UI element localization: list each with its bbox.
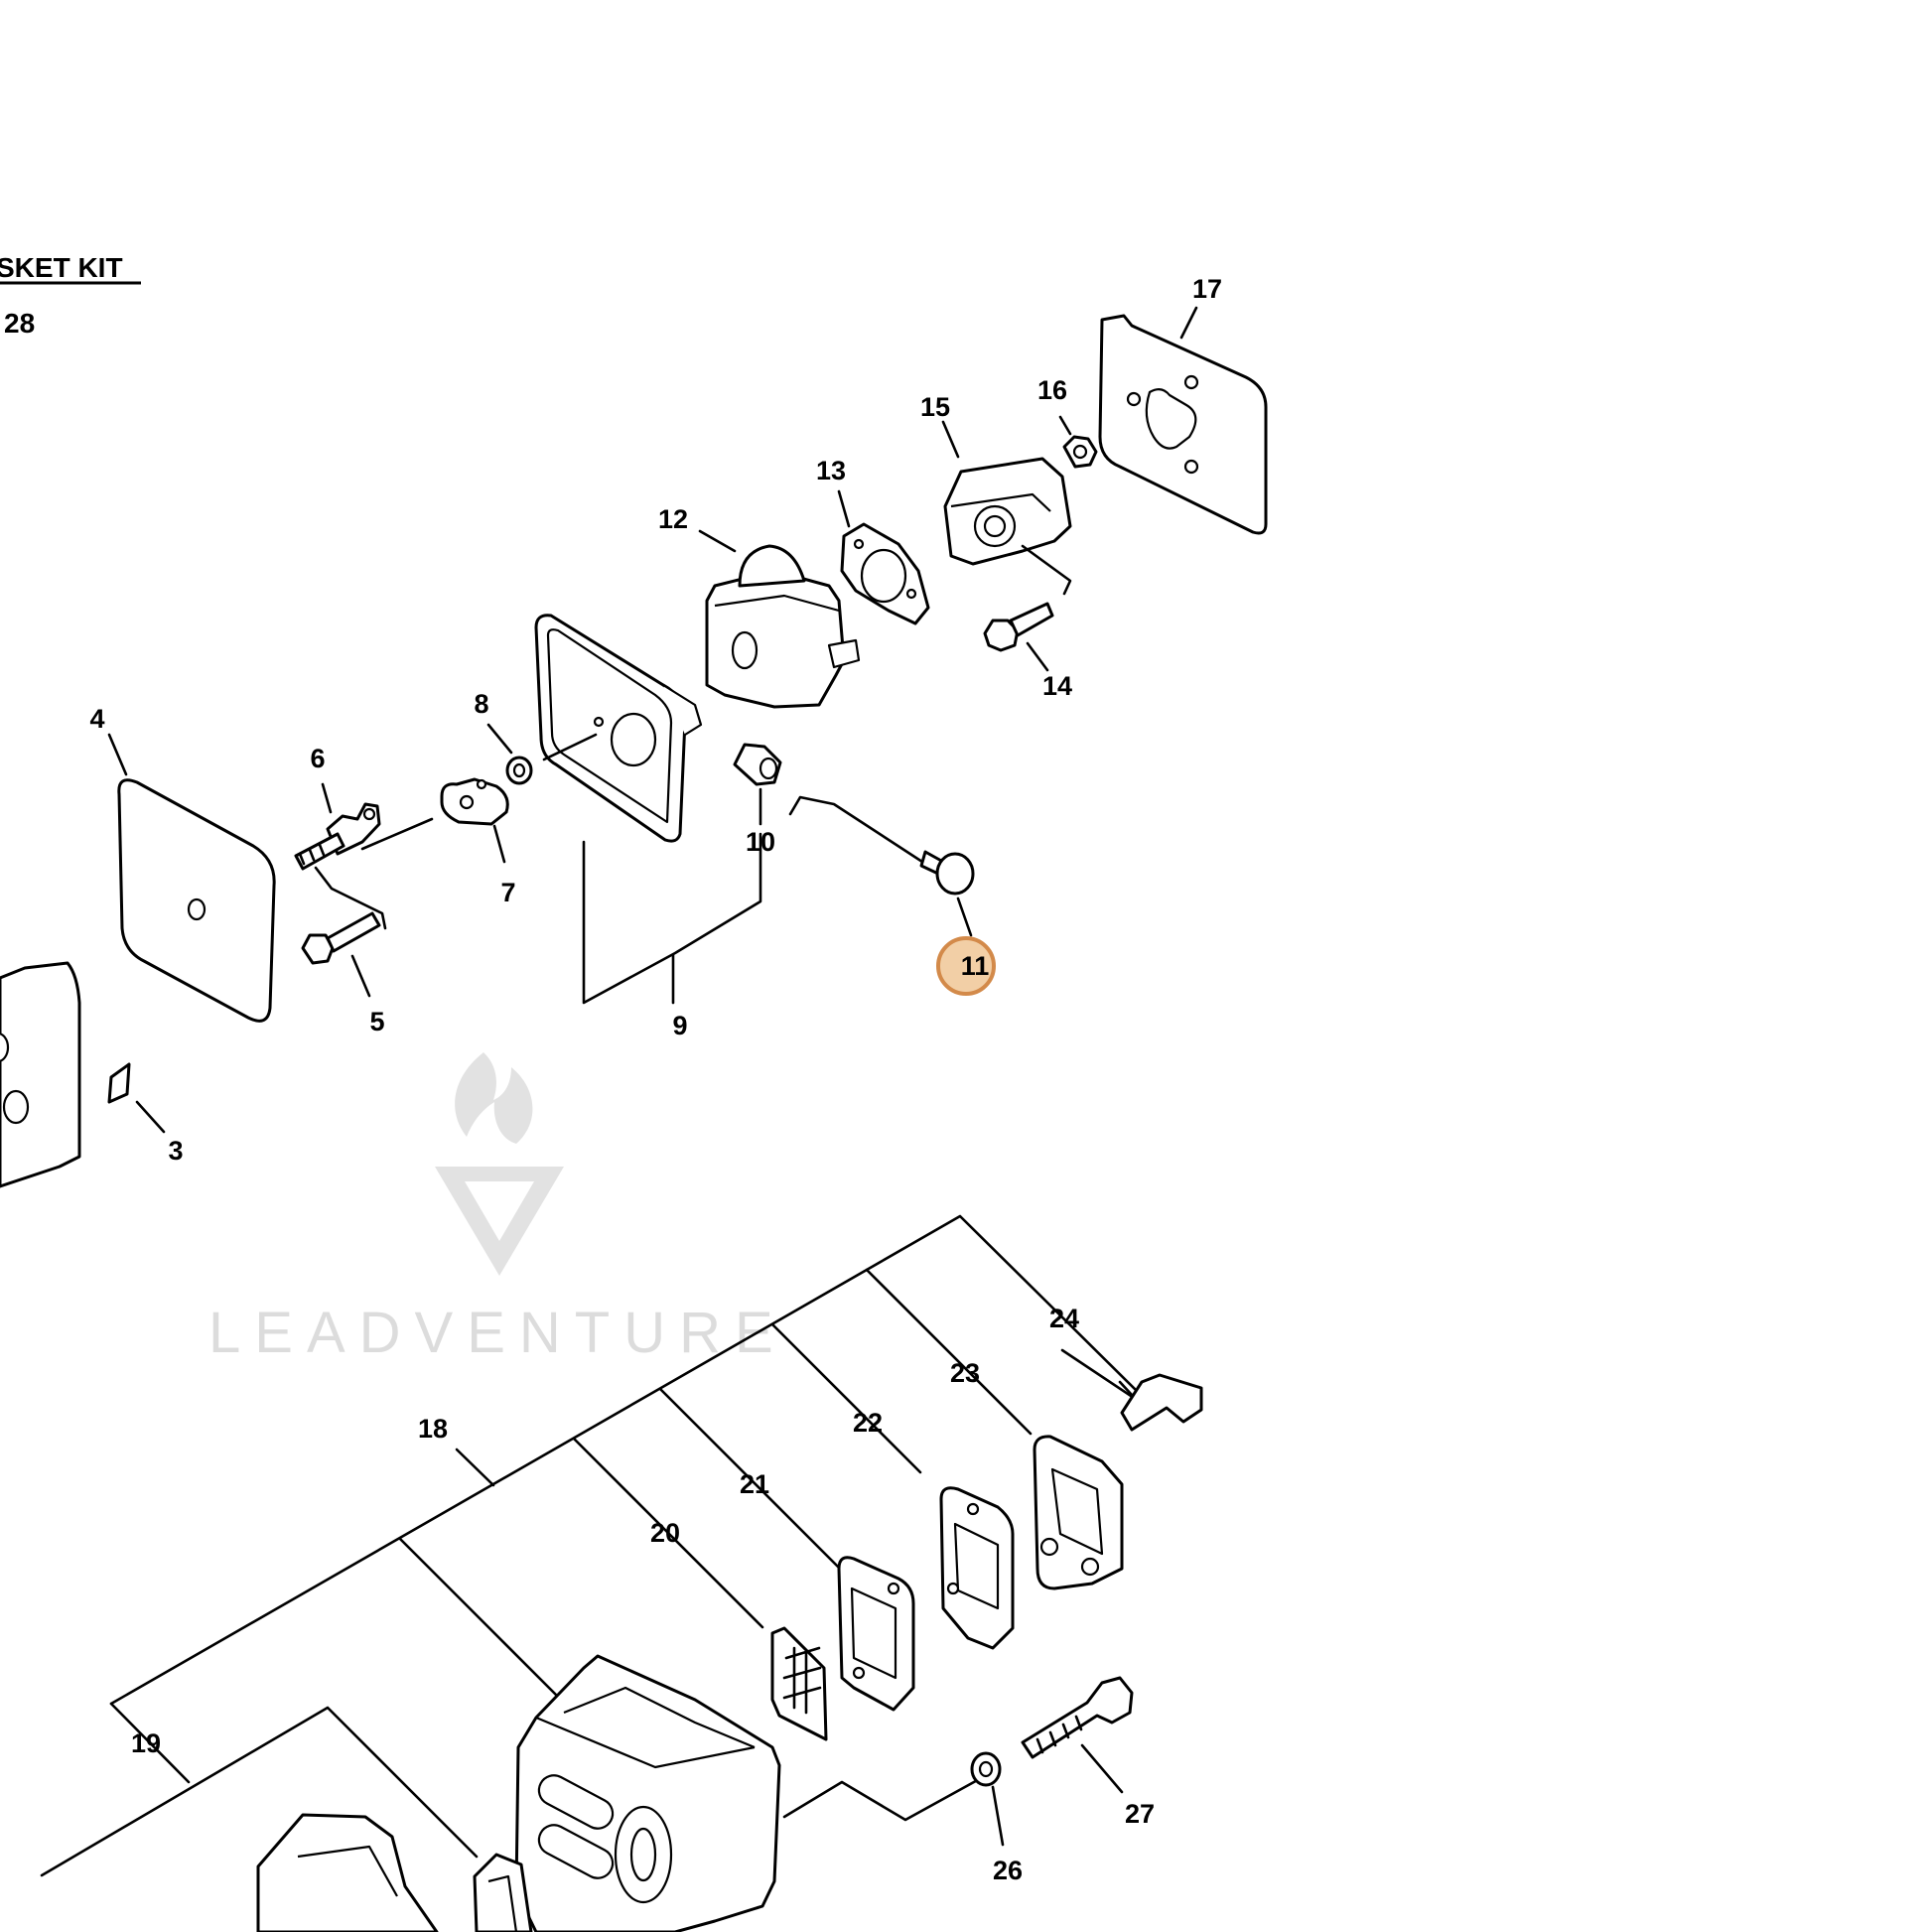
leader-24 bbox=[1118, 1380, 1134, 1397]
leader-3 bbox=[135, 1100, 166, 1134]
callout-8: 8 bbox=[474, 689, 488, 719]
bracket-9 bbox=[582, 832, 762, 1005]
callout-12: 12 bbox=[658, 504, 688, 534]
part-11-choke-rod[interactable] bbox=[788, 795, 975, 896]
callout-23: 23 bbox=[950, 1358, 980, 1388]
callout-27: 27 bbox=[1125, 1799, 1155, 1829]
part-14-screw[interactable] bbox=[983, 602, 1054, 652]
kit-item-number: 28 bbox=[4, 308, 35, 339]
leader-27 bbox=[1080, 1743, 1124, 1794]
callout-17: 17 bbox=[1192, 274, 1222, 304]
leader-muffler bbox=[398, 1537, 563, 1702]
callout-11-highlight bbox=[936, 936, 996, 996]
bracket-muffler-kit bbox=[109, 1214, 1140, 1706]
callout-15: 15 bbox=[920, 392, 950, 422]
part-21-gasket[interactable] bbox=[837, 1556, 915, 1712]
leader-7 bbox=[492, 824, 506, 864]
callout-6: 6 bbox=[310, 744, 325, 773]
callout-26: 26 bbox=[993, 1856, 1023, 1885]
callout-21: 21 bbox=[740, 1469, 769, 1499]
part-13-gasket[interactable] bbox=[840, 522, 930, 625]
part-10-grommet[interactable] bbox=[733, 743, 782, 786]
leader-24b bbox=[1060, 1348, 1139, 1402]
callout-5: 5 bbox=[369, 1007, 384, 1036]
part-27-bolt[interactable] bbox=[1021, 1676, 1134, 1759]
callout-24: 24 bbox=[1049, 1304, 1079, 1333]
part-9-filter-housing[interactable] bbox=[534, 614, 703, 843]
part-15-spacer[interactable] bbox=[943, 457, 1072, 596]
leader-18 bbox=[455, 1448, 495, 1487]
leader-20 bbox=[572, 1437, 764, 1629]
leadventure-watermark: LEADVENTURE bbox=[208, 1052, 787, 1365]
leader-15 bbox=[941, 420, 960, 459]
part-gasket-cropped[interactable] bbox=[473, 1853, 533, 1932]
leader-4 bbox=[107, 733, 128, 776]
leader-22 bbox=[770, 1322, 922, 1474]
leader-26 bbox=[991, 1785, 1005, 1847]
part-24-screw[interactable] bbox=[1120, 1373, 1203, 1432]
callout-3: 3 bbox=[168, 1136, 183, 1166]
part-20-screen[interactable] bbox=[770, 1626, 828, 1741]
part-23-flange[interactable] bbox=[1033, 1435, 1124, 1590]
leader-5 bbox=[350, 954, 371, 998]
callout-22: 22 bbox=[853, 1408, 883, 1438]
callout-16: 16 bbox=[1037, 375, 1067, 405]
kit-title: SKET KIT bbox=[0, 252, 123, 283]
part-16-nut[interactable] bbox=[1062, 435, 1098, 469]
part-5-screw[interactable] bbox=[301, 911, 381, 965]
leader-8 bbox=[486, 723, 513, 755]
part-7-plate[interactable] bbox=[440, 777, 509, 826]
part-muffler[interactable] bbox=[514, 1654, 781, 1932]
leader-26-link bbox=[782, 1775, 985, 1822]
leader-13 bbox=[837, 489, 851, 528]
part-22-gasket[interactable] bbox=[939, 1486, 1015, 1650]
callout-10: 10 bbox=[746, 827, 775, 857]
bracket-19 bbox=[40, 1706, 479, 1877]
part-cover-cropped[interactable] bbox=[0, 961, 81, 1188]
leader-17 bbox=[1179, 306, 1198, 340]
leader-21 bbox=[658, 1387, 841, 1570]
callout-20: 20 bbox=[650, 1518, 680, 1548]
leader-19 bbox=[109, 1702, 191, 1784]
callout-18: 18 bbox=[418, 1414, 448, 1444]
leader-11 bbox=[956, 897, 973, 937]
leader-6-7-link bbox=[360, 817, 434, 851]
callout-11[interactable]: 11 bbox=[961, 951, 990, 981]
leader-14 bbox=[1026, 641, 1049, 672]
callout-19: 19 bbox=[131, 1728, 161, 1758]
leader-6 bbox=[321, 782, 333, 814]
part-17-gasket[interactable] bbox=[1098, 314, 1268, 535]
leader-23 bbox=[865, 1268, 1033, 1436]
callout-4: 4 bbox=[89, 704, 104, 734]
callout-13: 13 bbox=[816, 456, 846, 485]
part-26-washer[interactable] bbox=[970, 1751, 1002, 1787]
part-3-pad[interactable] bbox=[107, 1062, 131, 1104]
part-12-carburetor[interactable] bbox=[705, 544, 861, 709]
part-6-bracket[interactable] bbox=[294, 802, 387, 930]
part-8-washer[interactable] bbox=[505, 756, 533, 785]
leader-16 bbox=[1058, 415, 1072, 436]
part-4-filter[interactable] bbox=[117, 778, 276, 1023]
watermark-text: LEADVENTURE bbox=[208, 1301, 787, 1365]
leader-12 bbox=[698, 529, 737, 553]
leader-housing-fastener bbox=[542, 733, 598, 761]
callout-9: 9 bbox=[672, 1011, 687, 1040]
part-heat-shield-cropped[interactable] bbox=[256, 1813, 439, 1932]
callout-14: 14 bbox=[1042, 671, 1072, 701]
callout-7: 7 bbox=[500, 878, 515, 907]
